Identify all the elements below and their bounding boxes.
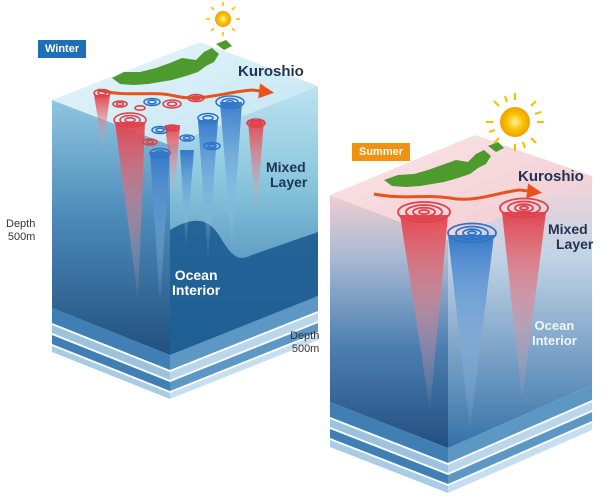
warm-eddy-icon: [164, 124, 180, 132]
sun-icon: [486, 93, 544, 151]
winter-eddies: [93, 88, 266, 159]
warm-eddy-icon: [162, 99, 182, 109]
warm-eddy-cone: [400, 215, 448, 410]
summer-eddy-cones: [400, 212, 546, 430]
cold-eddy-cone: [198, 120, 218, 260]
warm-eddy-cone: [165, 125, 180, 200]
cold-eddy-icon: [197, 112, 219, 124]
warm-eddy-cone: [115, 122, 145, 300]
cold-eddy-cone: [150, 152, 170, 305]
warm-eddy-icon: [246, 118, 266, 128]
japan-landmass-icon: [112, 48, 219, 85]
summer-cube: [330, 93, 592, 493]
warm-eddy-icon: [134, 105, 146, 112]
cold-eddy-icon: [143, 97, 161, 107]
warm-eddy-icon: [142, 138, 158, 146]
mixed-label-line2: Layer: [270, 174, 308, 190]
depth-label-line1: Depth: [290, 330, 320, 342]
ocean-label-line1: Ocean: [174, 267, 218, 283]
summer-stacked-layers: [330, 385, 592, 493]
winter-top-face: [52, 42, 318, 145]
warm-eddy-cone: [248, 120, 264, 220]
winter-cube: [52, 2, 318, 399]
cold-eddy-icon: [149, 147, 171, 159]
winter-badge: Winter: [38, 40, 87, 58]
summer-depth-label: Depth 500m: [290, 330, 319, 356]
ocean-label-line1: Ocean: [534, 318, 575, 333]
summer-mixed-layer-label: Mixed Layer: [548, 222, 593, 252]
warm-eddy-icon: [112, 100, 128, 108]
depth-label-line2: 500m: [291, 343, 320, 355]
winter-stacked-layers: [52, 296, 318, 399]
ocean-label-line2: Interior: [532, 333, 577, 348]
japan-hokkaido-icon: [488, 142, 504, 152]
sun-icon: [206, 2, 240, 36]
japan-hokkaido-icon: [216, 40, 232, 50]
summer-ocean-interior-label: Ocean Interior: [532, 318, 577, 348]
cold-eddy-icon: [203, 141, 221, 151]
summer-eddies: [397, 197, 549, 244]
japan-landmass-icon: [384, 150, 491, 187]
winter-kuroshio-label: Kuroshio: [238, 63, 304, 80]
winter-mixed-layer-label: Mixed Layer: [266, 160, 307, 190]
warm-eddy-cone: [94, 95, 110, 150]
cold-eddy-icon: [179, 134, 195, 142]
winter-eddy-cones: [94, 95, 264, 305]
winter-depth-label: Depth 500m: [6, 218, 35, 244]
warm-eddy-cone: [502, 212, 546, 400]
cold-eddy-cone: [220, 102, 242, 250]
cold-eddy-cone: [448, 235, 494, 430]
mixed-label-line1: Mixed: [266, 159, 306, 175]
warm-eddy-icon: [113, 112, 147, 128]
cold-eddy-icon: [447, 222, 497, 244]
kuroshio-arrow-icon: [373, 183, 542, 201]
depth-label-line1: Depth: [6, 218, 36, 230]
winter-ocean-interior-label: Ocean Interior: [172, 268, 220, 298]
ocean-label-line2: Interior: [172, 282, 221, 298]
warm-eddy-icon: [93, 88, 111, 98]
cold-eddy-icon: [215, 95, 245, 109]
cold-eddy-cone: [180, 150, 194, 248]
summer-badge: Summer: [352, 143, 411, 161]
warm-eddy-icon: [397, 201, 451, 223]
depth-label-line2: 500m: [7, 231, 36, 243]
warm-eddy-icon: [187, 93, 205, 103]
mixed-label-line2: Layer: [556, 236, 594, 252]
mixed-label-line1: Mixed: [548, 221, 588, 237]
summer-top-face: [330, 135, 592, 240]
warm-eddy-icon: [499, 197, 549, 219]
summer-kuroshio-label: Kuroshio: [518, 168, 584, 185]
kuroshio-arrow-icon: [97, 83, 274, 100]
winter-ocean-interior-region: [170, 220, 318, 355]
